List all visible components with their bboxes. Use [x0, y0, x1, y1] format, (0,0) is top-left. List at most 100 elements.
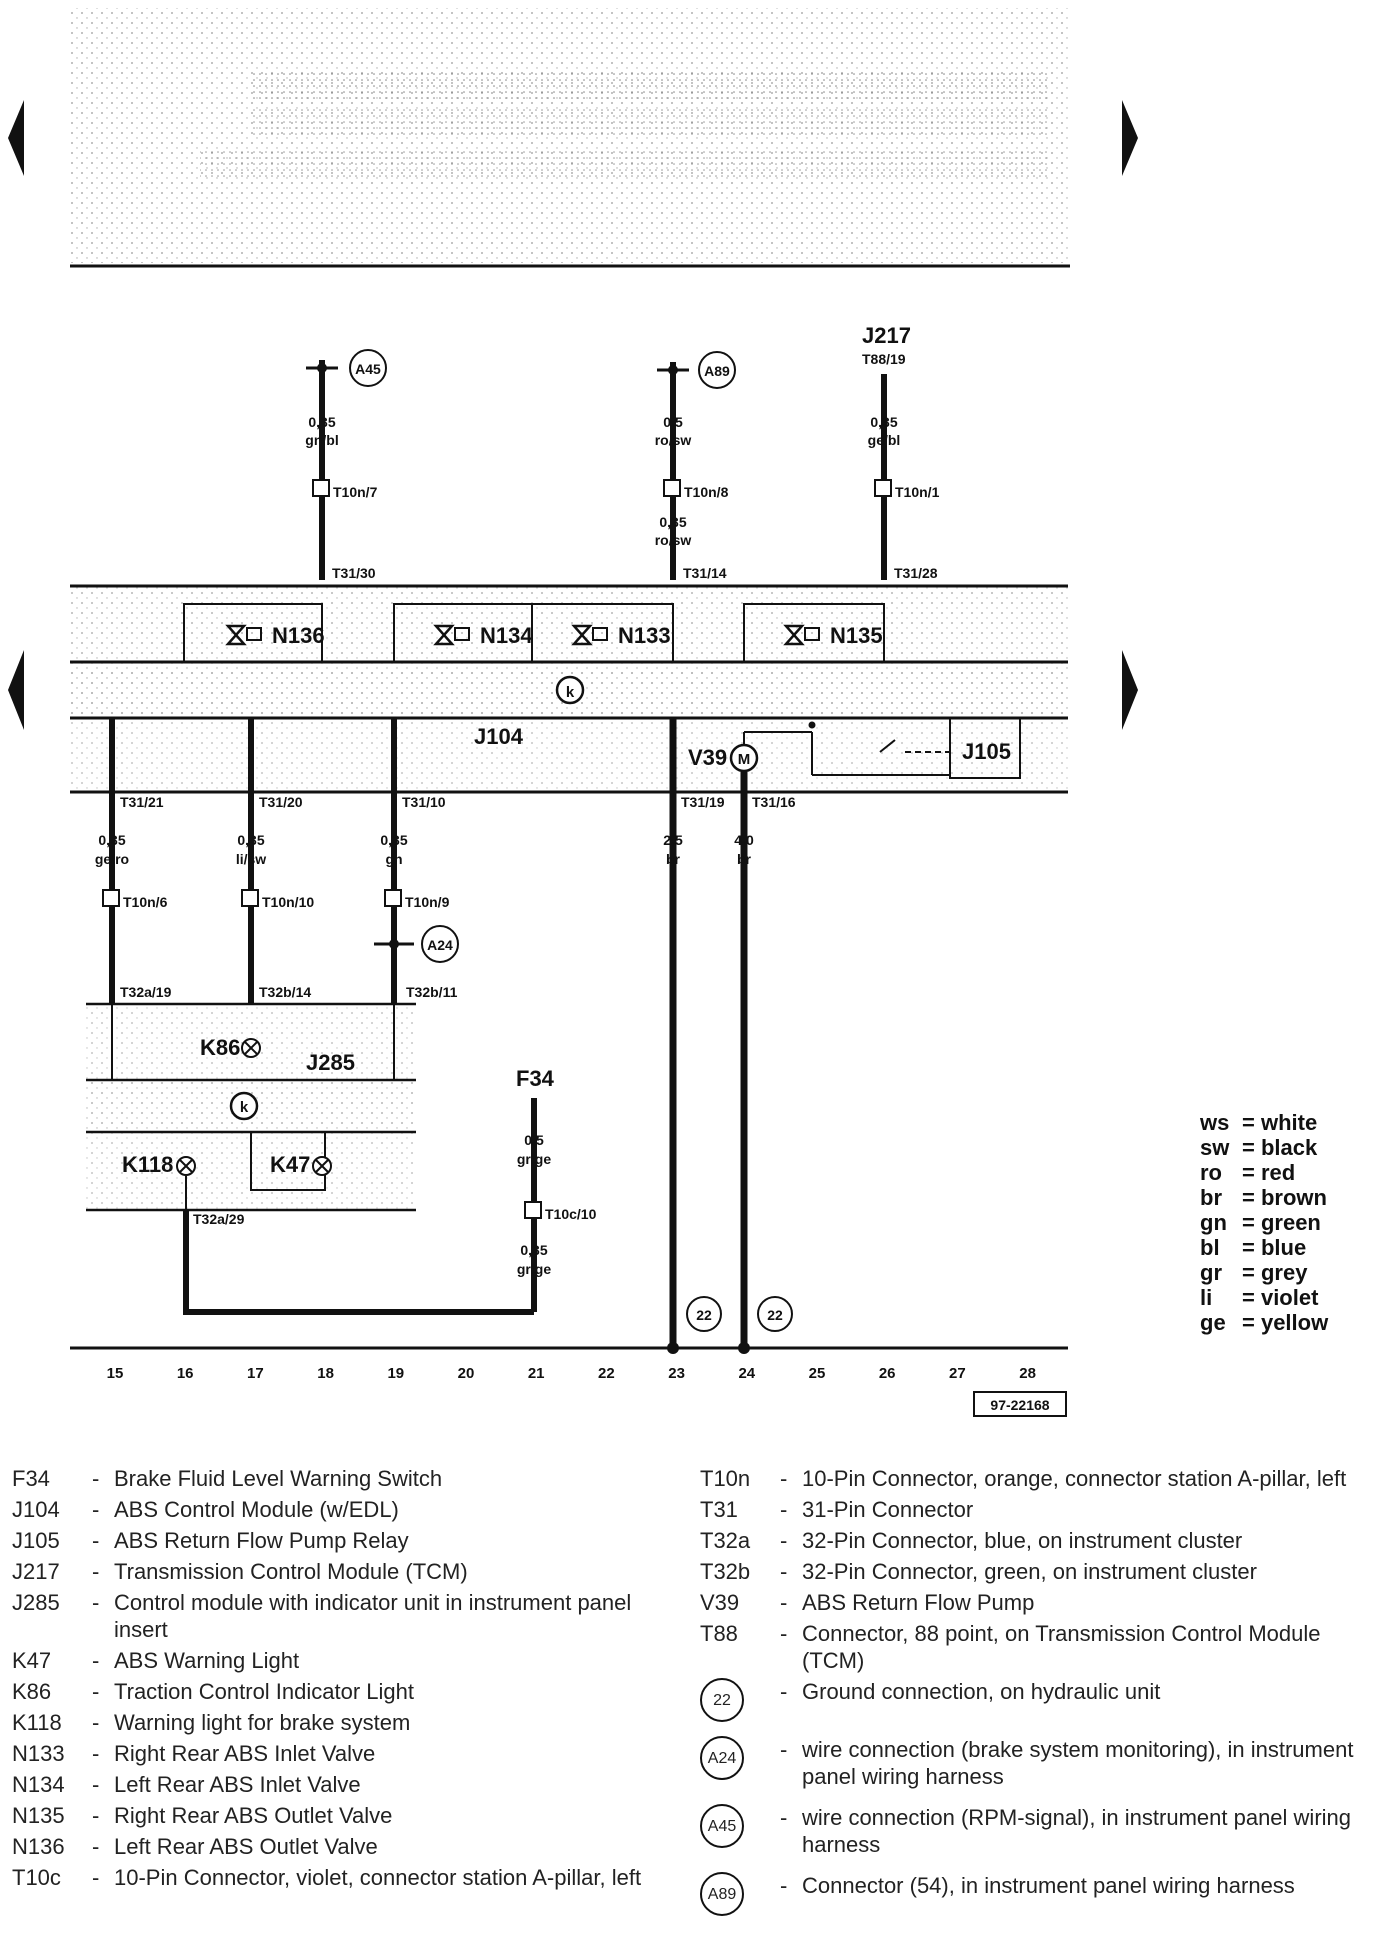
color-key-row: sw= black	[1200, 1135, 1370, 1160]
wire-a45: A45 0,35 gn/bl T10n/7 T31/30	[305, 349, 387, 581]
pin-label: T32b/11	[406, 984, 458, 1000]
ground-circle	[757, 1296, 793, 1332]
pin-label: T31/21	[120, 794, 164, 810]
ground-label: 22	[767, 1307, 783, 1323]
component-label: K47	[270, 1152, 310, 1177]
wire-size: 0,35	[659, 514, 686, 530]
figure-id: 97-22168	[990, 1397, 1049, 1413]
track-number: 21	[528, 1365, 545, 1382]
circle-label: A45	[355, 361, 381, 377]
legend-code: T10c	[12, 1865, 61, 1890]
arrow-right-icon[interactable]	[1122, 100, 1138, 176]
component-label: J105	[962, 739, 1011, 764]
arrow-left-icon[interactable]	[8, 100, 24, 176]
control-unit-symbol	[229, 1091, 259, 1121]
legend-dash: -	[780, 1873, 788, 1898]
wire-color: gr/ge	[517, 1261, 551, 1277]
legend-right-column: T10n-10-Pin Connector, orange, connector…	[700, 1465, 1360, 1930]
legend-entry: T32b-32-Pin Connector, green, on instrum…	[700, 1558, 1360, 1585]
wire-size: 0,35	[380, 832, 407, 848]
legend-dash: -	[780, 1528, 788, 1553]
track-number: 25	[809, 1365, 826, 1382]
wire-size: 0,35	[308, 414, 335, 430]
wire-size: 0,5	[524, 1132, 544, 1148]
wiring-diagram: A45 0,35 gn/bl T10n/7 T31/30 A89 0,5 ro/…	[8, 8, 1138, 1417]
wire-color: gn	[385, 851, 402, 867]
color-name: = yellow	[1242, 1310, 1329, 1335]
legend-description: 32-Pin Connector, green, on instrument c…	[802, 1559, 1257, 1584]
legend-dash: -	[92, 1559, 100, 1584]
legend-dash: -	[780, 1559, 788, 1584]
track-number: 15	[107, 1365, 124, 1382]
track-number: 27	[949, 1365, 966, 1382]
legend-code: N136	[12, 1834, 65, 1859]
color-abbr: ro	[1200, 1160, 1222, 1185]
color-abbr: bl	[1200, 1235, 1220, 1260]
connector-label: T10n/8	[684, 484, 729, 500]
legend-entry: T32a-32-Pin Connector, blue, on instrume…	[700, 1527, 1360, 1554]
legend-dash: -	[92, 1741, 100, 1766]
wire-color: br	[737, 851, 752, 867]
legend-code: N135	[12, 1803, 65, 1828]
connector-label: T10n/1	[895, 484, 940, 500]
legend-code: K47	[12, 1648, 52, 1673]
color-abbr: gr	[1200, 1260, 1222, 1285]
legend-description: Left Rear ABS Outlet Valve	[114, 1834, 378, 1859]
color-name: = brown	[1242, 1185, 1327, 1210]
legend-code: N134	[12, 1772, 65, 1797]
connector-circle: 22	[700, 1678, 744, 1722]
legend-entry: F34-Brake Fluid Level Warning Switch	[12, 1465, 652, 1492]
legend-entry: T10c-10-Pin Connector, violet, connector…	[12, 1864, 652, 1891]
legend-code: T31	[700, 1497, 738, 1522]
legend-dash: -	[92, 1497, 100, 1522]
connector-circle: A45	[700, 1804, 744, 1848]
color-name: = white	[1242, 1110, 1318, 1135]
legend-entry: J104-ABS Control Module (w/EDL)	[12, 1496, 652, 1523]
color-name: = grey	[1242, 1260, 1308, 1285]
legend-description: ABS Warning Light	[114, 1648, 300, 1673]
legend-entry: T10n-10-Pin Connector, orange, connector…	[700, 1465, 1360, 1492]
legend-entry: K47-ABS Warning Light	[12, 1647, 652, 1674]
color-key-row: ws = white	[1200, 1110, 1370, 1135]
abs-control-module: N136 N134 N133 N135 k J104 V39 M J105	[70, 584, 1068, 794]
legend-entry: J285-Control module with indicator unit …	[12, 1589, 652, 1643]
track-number: 18	[317, 1365, 334, 1382]
legend-entry: N133-Right Rear ABS Inlet Valve	[12, 1740, 652, 1767]
component-label: F34	[516, 1066, 555, 1091]
color-abbr: ws	[1200, 1110, 1230, 1135]
legend-dash: -	[92, 1590, 100, 1615]
track-number: 22	[598, 1365, 615, 1382]
wire-size: 4,0	[734, 832, 754, 848]
color-key-row: ro= red	[1200, 1160, 1370, 1185]
motor-icon	[729, 743, 759, 773]
legend-dash: -	[92, 1803, 100, 1828]
legend-dash: -	[780, 1466, 788, 1491]
legend-code: K86	[12, 1679, 52, 1704]
arrow-left-icon[interactable]	[8, 650, 24, 730]
pin-label: T32a/19	[120, 984, 172, 1000]
legend-code: J105	[12, 1528, 60, 1553]
color-abbr: li	[1200, 1285, 1213, 1310]
connector-label: T10n/10	[262, 894, 314, 910]
legend-dash: -	[92, 1528, 100, 1553]
pin-label: T31/30	[332, 565, 376, 581]
connector-label: T10n/9	[405, 894, 450, 910]
color-key-row: li= violet	[1200, 1285, 1370, 1310]
track-number: 19	[387, 1365, 404, 1382]
pin-label: T31/19	[681, 794, 725, 810]
wire-ge-ro: T31/21 0,35 ge/ro T10n/6 T32a/19	[95, 718, 172, 1004]
color-abbr: br	[1200, 1185, 1222, 1210]
connector-circle: A89	[700, 1872, 744, 1916]
wire-color: gr/ge	[517, 1151, 551, 1167]
color-key-row: gn= green	[1200, 1210, 1370, 1235]
arrow-right-icon[interactable]	[1122, 650, 1138, 730]
track-number: 28	[1019, 1365, 1036, 1382]
valve-label: N133	[618, 623, 671, 648]
connector-circle: A24	[700, 1736, 744, 1780]
legend-code: F34	[12, 1466, 50, 1491]
track-number: 23	[668, 1365, 685, 1382]
legend-entry: J217-Transmission Control Module (TCM)	[12, 1558, 652, 1585]
connector-label: T10n/7	[333, 484, 378, 500]
legend-code: T88	[700, 1621, 738, 1646]
